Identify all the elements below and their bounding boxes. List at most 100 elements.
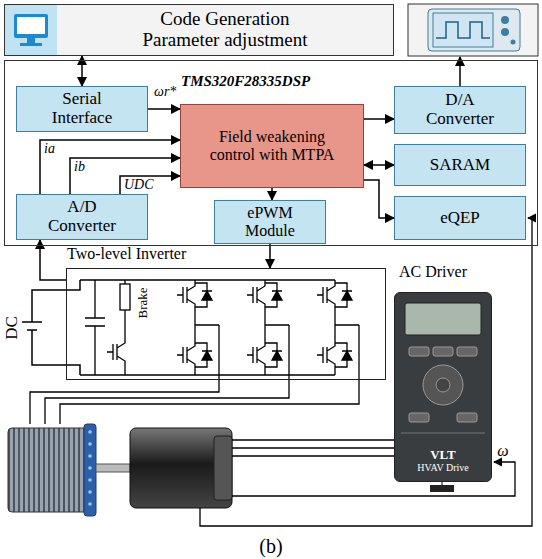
inverter-circuit — [265, 343, 282, 367]
control-block: Field weakening control with MTPA — [180, 104, 364, 188]
ac-drive: AC DriverVLTHVAV Drive — [394, 292, 492, 482]
motor-wires — [30, 325, 219, 424]
inverter-circuit — [342, 351, 352, 360]
monitor-icon — [27, 38, 35, 43]
drive-panel — [457, 347, 477, 356]
encoder-line — [200, 218, 532, 526]
speed-label: ω — [497, 443, 508, 459]
inverter-circuit — [317, 340, 335, 370]
epwm-box: ePWM Module — [214, 200, 326, 244]
drive-panel — [423, 365, 463, 405]
monitor-icon — [20, 43, 42, 46]
inverter-box: Two-level Inverter — [66, 268, 386, 380]
oscilloscope-box — [501, 16, 509, 24]
encoder-line — [200, 218, 532, 526]
saram-box: SARAM — [394, 144, 526, 186]
signal-arrow — [364, 180, 394, 218]
inverter-circuit — [265, 310, 289, 375]
inverter-circuit — [85, 280, 105, 375]
signal-arrow — [120, 176, 180, 194]
inverter-circuit — [335, 283, 352, 307]
inverter-circuit — [265, 283, 282, 307]
load-motor — [214, 436, 232, 500]
box-label: SARAM — [430, 156, 490, 175]
box-label: Code Generation Parameter adjustment — [123, 9, 328, 51]
inverter-circuit — [272, 351, 282, 360]
pmsm-motor — [88, 502, 92, 506]
signal-arrow — [364, 118, 394, 120]
dc-source — [32, 280, 80, 375]
load-motor — [130, 428, 232, 508]
signal-arrow — [271, 188, 273, 200]
inverter-circuit — [195, 283, 212, 307]
dsp-board: Serial InterfaceA/D ConverterField weake… — [4, 60, 538, 246]
inverter-circuit — [202, 291, 212, 300]
drive-panel — [433, 347, 453, 356]
drive-panel — [409, 347, 429, 356]
drive-battery — [430, 485, 454, 492]
oscilloscope-box — [428, 9, 520, 51]
inverter-circuit — [202, 351, 212, 360]
pmsm-motor — [8, 428, 88, 512]
signal-arrow — [40, 140, 180, 194]
pmsm-motor — [88, 442, 92, 446]
oscilloscope-box — [433, 13, 493, 47]
signal-arrow — [364, 164, 394, 166]
signal-arrow — [148, 108, 180, 110]
box-label: A/D Converter — [37, 198, 127, 235]
motor-wires — [60, 325, 359, 424]
brake-label: Brake — [136, 287, 149, 318]
inverter-title: Two-level Inverter — [67, 245, 186, 263]
oscilloscope-box — [408, 4, 538, 56]
oscilloscope-box — [436, 22, 490, 38]
inverter-circuit — [177, 340, 195, 370]
monitor-icon — [5, 5, 57, 55]
inverter-circuit — [107, 280, 359, 375]
inverter-circuit — [272, 291, 282, 300]
drive-panel — [405, 303, 481, 335]
oscilloscope-box — [511, 40, 516, 45]
oscilloscope-box — [501, 28, 509, 36]
pmsm-motor — [88, 478, 92, 482]
dac-to-scope-arrow — [460, 57, 461, 86]
drive-battery — [442, 482, 443, 485]
inverter-circuit — [120, 284, 130, 310]
pmsm-motor — [96, 464, 130, 472]
inverter-circuit — [80, 280, 335, 375]
drive-panel — [409, 413, 429, 422]
inverter-circuit — [177, 280, 195, 310]
pmsm-motor — [88, 490, 92, 494]
motor-wires — [30, 325, 359, 424]
drive-cables — [232, 440, 394, 456]
pmsm-motor — [88, 430, 92, 506]
drive-panel — [436, 378, 450, 392]
oscilloscope-box — [408, 4, 538, 56]
inverter-circuit — [247, 280, 265, 310]
inverter-circuit — [335, 310, 359, 375]
inverter-circuit — [195, 310, 219, 375]
inverter-circuit — [195, 343, 212, 367]
adc-box: A/D Converter — [16, 194, 148, 240]
monitor-icon — [17, 17, 45, 34]
host-pc-box: Code Generation Parameter adjustment — [4, 4, 394, 56]
pmsm-motor — [88, 454, 92, 458]
eqep-box: eQEP — [394, 196, 526, 240]
monitor-icon — [5, 5, 57, 55]
drive-title: AC Driver — [399, 263, 467, 281]
pmsm-motor — [84, 424, 96, 516]
box-label: D/A Converter — [415, 91, 505, 128]
box-label: Field weakening control with MTPA — [202, 128, 342, 163]
drive-brand: VLT — [430, 448, 456, 462]
pmsm-motor — [88, 466, 92, 470]
drive-cables — [232, 440, 394, 456]
pmsm-motor — [88, 430, 92, 434]
drive-panel — [401, 433, 485, 434]
signal-label: ωr* — [154, 85, 176, 99]
signal-arrow — [40, 240, 66, 280]
inverter-circuit — [107, 337, 125, 367]
monitor-icon — [14, 14, 48, 38]
dac-box: D/A Converter — [394, 86, 526, 134]
